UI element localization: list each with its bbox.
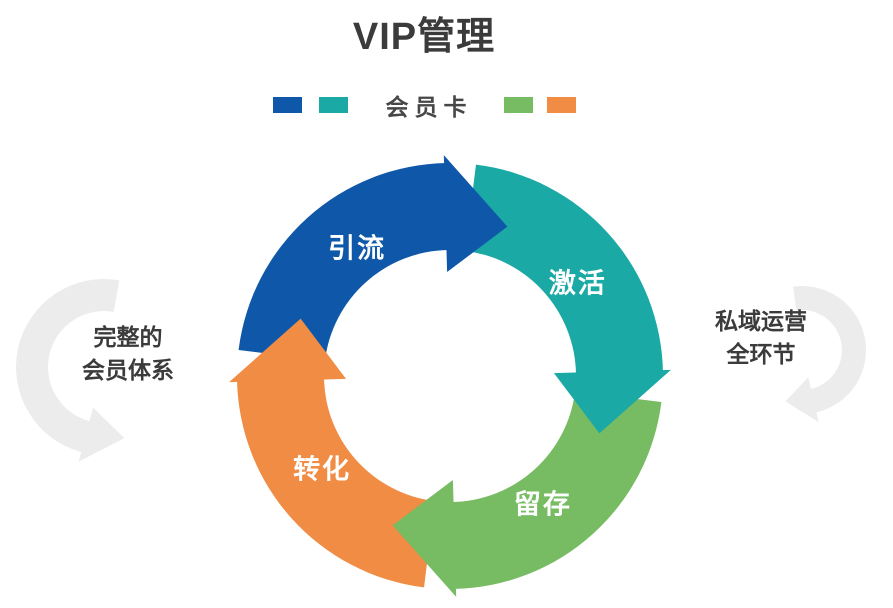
right-swoosh-arrow-icon — [785, 285, 867, 423]
cycle-segment-acquisition-label: 引流 — [328, 234, 386, 264]
cycle-segment-retention-label: 留存 — [514, 489, 572, 519]
cycle-segment-acquisition-arrowhead-icon — [443, 155, 508, 273]
cycle-segment-retention-body — [452, 391, 662, 589]
cycle-segment-activation-arrowhead-icon — [553, 369, 671, 434]
legend-swatch-orange — [546, 97, 576, 113]
legend-swatch-teal — [318, 97, 348, 113]
left-annotation-line-2: 会员体系 — [82, 357, 174, 383]
cycle-segment-conversion-body — [237, 378, 435, 588]
left-annotation-line-1: 完整的 — [93, 324, 163, 350]
cycle-segment-conversion-arrowhead-icon — [229, 318, 347, 383]
left-swoosh-arrow-icon — [16, 279, 125, 462]
right-annotation-line-1: 私域运营 — [715, 308, 807, 334]
page-title: VIP管理 — [352, 16, 496, 58]
legend-swatch-blue — [272, 97, 302, 113]
right-annotation: 私域运营 全环节 — [651, 305, 871, 371]
legend-label: 会员卡 — [385, 94, 473, 120]
cycle-segment-activation-body — [465, 164, 663, 374]
right-annotation-line-2: 全环节 — [726, 341, 796, 367]
cycle-segment-retention-arrowhead-icon — [392, 479, 457, 597]
legend: 会员卡 — [0, 88, 848, 122]
left-annotation: 完整的 会员体系 — [18, 321, 238, 387]
cycle-segment-activation-label: 激活 — [549, 268, 607, 299]
legend-swatch-green — [503, 97, 533, 113]
cycle-segment-acquisition-body — [238, 163, 448, 361]
cycle-segment-conversion-label: 转化 — [293, 454, 351, 484]
